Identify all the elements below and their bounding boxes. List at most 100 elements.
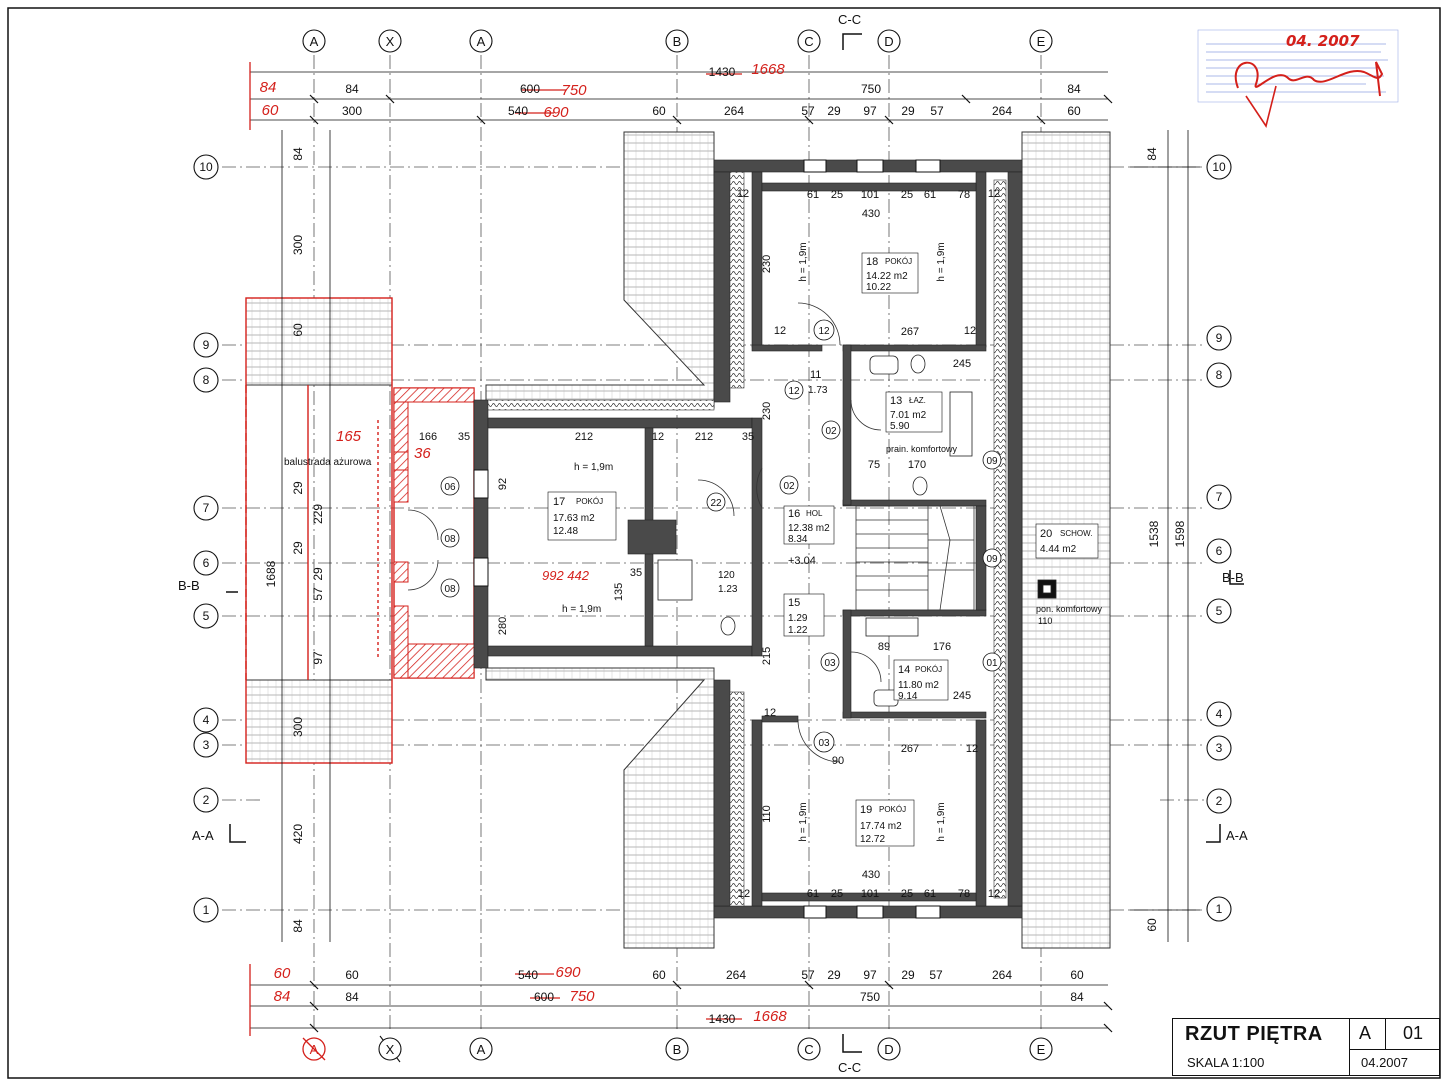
dim: 176 [933, 641, 951, 653]
insulation [487, 171, 1007, 907]
height-note: h = 1,9m [798, 802, 809, 841]
dim: 35 [630, 567, 642, 579]
axis-label: 7 [1216, 490, 1223, 504]
room-area: 4.44 m2 [1040, 544, 1077, 555]
sheet-series: A [1359, 1023, 1372, 1043]
door-tag: 09 [986, 554, 998, 565]
axis-label: 8 [203, 373, 210, 387]
axis-bubbles-left [193, 154, 219, 923]
dim: 12 [737, 188, 749, 200]
height-note: h = 1,9m [936, 802, 947, 841]
stamp-date: 04. 2007 [1286, 32, 1360, 50]
axis-label: 2 [1216, 794, 1223, 808]
dim: 35 [458, 431, 470, 443]
room-14: 14 POKÓJ 11.80 m2 9.14 [893, 659, 949, 702]
axis-labels-top: A X A B C D E [310, 34, 1046, 49]
dim: 12 [738, 888, 750, 900]
height-note: h = 1,9m [574, 462, 613, 473]
room-11: 11 1.73 [808, 369, 828, 396]
dim-value: 264 [724, 104, 744, 118]
dim-red: 84 [260, 79, 277, 96]
dim-value: 750 [861, 82, 881, 96]
room-16: 16 HOL 12.38 m2 8.34 [783, 505, 835, 545]
dim-old: 540 [508, 104, 528, 118]
walls [473, 159, 1023, 919]
dim-old: 600 [520, 82, 540, 96]
room-area-2: 12.72 [860, 834, 885, 845]
axis-label: A [310, 34, 319, 49]
dim: 25 [901, 189, 913, 201]
dim-old: 1430 [709, 65, 736, 79]
room-area-2: 1.22 [788, 625, 808, 636]
dim-value: 29 [827, 104, 841, 118]
section-bb-left: B-B [178, 578, 200, 593]
door-swings [407, 302, 882, 763]
dim-value: 60 [1067, 104, 1081, 118]
dim-value: 29 [291, 541, 305, 555]
room-15: 15 1.29 1.22 [783, 593, 825, 637]
door-tag: 08 [444, 534, 456, 545]
axis-label: D [884, 34, 893, 49]
drawing-title: RZUT PIĘTRA [1185, 1023, 1323, 1045]
door-tag: 03 [818, 738, 830, 749]
axis-bubbles-top [302, 29, 1053, 53]
roof-slopes [245, 131, 1111, 949]
approval-stamp: 04. 2007 [1196, 26, 1411, 136]
dim-value: 84 [1067, 82, 1081, 96]
room-area-2: 9.14 [898, 691, 918, 702]
dim-value: 84 [291, 147, 305, 161]
storage-note-value: 110 [1038, 616, 1052, 626]
dim: 430 [862, 869, 880, 881]
room-area-2: 5.90 [890, 421, 910, 432]
dim-value: 84 [345, 990, 359, 1004]
room-number: 18 [866, 256, 878, 268]
dim-new: 750 [569, 988, 595, 1005]
staircase [855, 505, 975, 611]
dims-bottom-text: 60 60 540 690 60 264 57 29 97 29 57 264 … [274, 964, 1084, 1026]
room-number: 15 [788, 597, 800, 609]
room-number: 16 [788, 508, 800, 520]
dim: 12 [988, 888, 1000, 900]
axis-label: X [386, 1042, 395, 1057]
drawing-date: 04.2007 [1361, 1055, 1408, 1070]
room-name: POKÓJ [885, 257, 912, 266]
dim-value: 60 [652, 104, 666, 118]
dim-value: 1598 [1173, 520, 1187, 547]
room-number: 19 [860, 804, 872, 816]
axis-labels-right: 10 9 8 7 6 5 4 3 2 1 [1212, 160, 1226, 916]
room-area: 11.80 m2 [898, 680, 939, 691]
dim: 61 [924, 888, 936, 900]
axis-label: 9 [1216, 331, 1223, 345]
dim-value: 29 [291, 481, 305, 495]
dim: 75 [868, 459, 880, 471]
dim: 78 [958, 888, 970, 900]
dim: 89 [878, 641, 890, 653]
level-mark: +3.04 [788, 555, 816, 567]
dim: 101 [861, 189, 879, 201]
red-note: 36 [414, 445, 431, 462]
door-tag: 09 [986, 456, 998, 467]
axis-label: B [673, 34, 682, 49]
height-note: h = 1,9m [562, 604, 601, 615]
dim: 135 [613, 583, 625, 601]
dim-value: 84 [1145, 147, 1159, 161]
axis-label: A [310, 1042, 319, 1057]
dim: 170 [908, 459, 926, 471]
dim-value: 60 [652, 968, 666, 982]
dim: 12 [774, 325, 786, 337]
dim: 230 [761, 255, 773, 273]
title-divider [1349, 1019, 1350, 1075]
dim: 78 [958, 189, 970, 201]
axis-label: 5 [1216, 604, 1223, 618]
axis-label: C [804, 34, 813, 49]
room-area: 12.38 m2 [788, 523, 830, 534]
dim-value: 300 [342, 104, 362, 118]
axis-label: X [386, 34, 395, 49]
axis-label: 4 [1216, 707, 1223, 721]
axis-label: 1 [1216, 902, 1223, 916]
dim-value: 97 [863, 104, 877, 118]
axis-label: 3 [203, 738, 210, 752]
dim-value: 60 [345, 968, 359, 982]
axis-bubbles-bottom [378, 1037, 1053, 1061]
